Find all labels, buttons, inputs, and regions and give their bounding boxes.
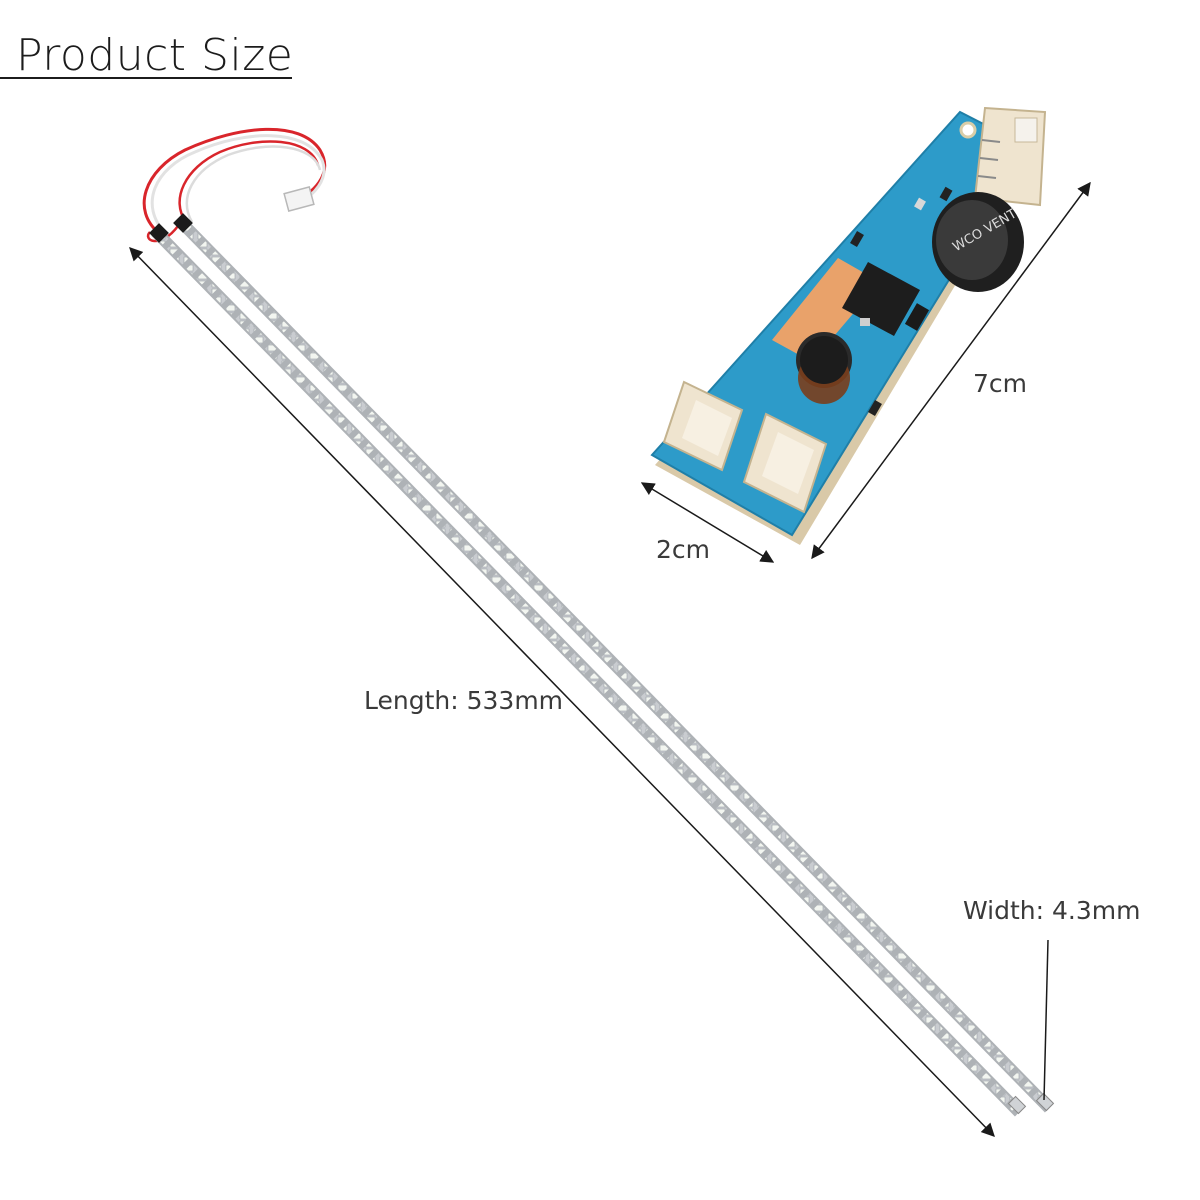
inductor bbox=[796, 332, 852, 404]
page-title: Product Size bbox=[16, 30, 294, 81]
capacitor: WCO VENT bbox=[932, 192, 1024, 292]
board-length-dimension-line bbox=[811, 181, 1091, 560]
wire-connector bbox=[283, 186, 315, 212]
mounting-hole bbox=[959, 121, 977, 139]
board-length-label: 7cm bbox=[973, 369, 1028, 398]
driver-board: WCO VENT bbox=[650, 106, 1047, 545]
title-underline bbox=[0, 77, 292, 79]
length-dimension-line bbox=[129, 247, 995, 1137]
led-strip-2 bbox=[173, 213, 1055, 1113]
width-leader-line bbox=[1043, 939, 1049, 1101]
wire-harness bbox=[142, 127, 327, 243]
board-width-dimension-line bbox=[640, 482, 775, 563]
width-label: Width: 4.3mm bbox=[963, 896, 1141, 925]
length-label: Length: 533mm bbox=[364, 686, 564, 715]
input-connector bbox=[973, 106, 1047, 207]
output-connector-1 bbox=[662, 380, 744, 472]
board-width-label: 2cm bbox=[656, 535, 711, 564]
